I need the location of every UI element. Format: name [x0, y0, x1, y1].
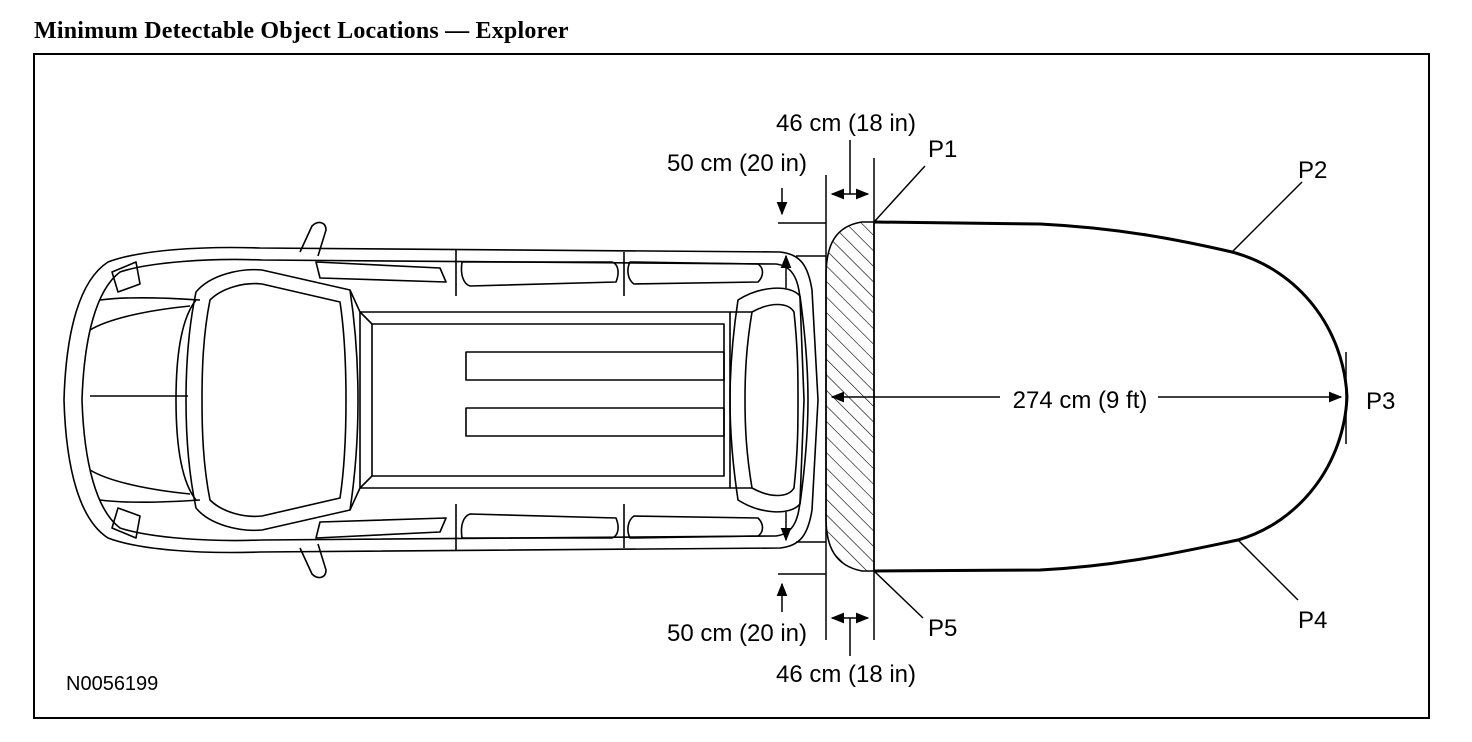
point-label-p5: P5: [928, 615, 957, 642]
dim-bottom-offset: 50 cm (20 in): [667, 620, 807, 647]
dim-top-width: 46 cm (18 in): [776, 110, 916, 137]
dim-bottom-width: 46 cm (18 in): [776, 661, 916, 688]
point-label-p3: P3: [1366, 388, 1395, 415]
dimension-lines: [776, 140, 1347, 656]
point-label-p2: P2: [1298, 157, 1327, 184]
point-label-p1: P1: [928, 136, 957, 163]
vehicle-outline: [63, 221, 819, 579]
figure-id: N0056199: [66, 673, 158, 695]
page-title: Minimum Detectable Object Locations — Ex…: [34, 18, 569, 44]
detection-envelope: [873, 220, 1349, 573]
point-label-p4: P4: [1298, 607, 1327, 634]
diagram-frame: [33, 53, 1430, 719]
dim-range: 274 cm (9 ft): [1013, 387, 1148, 414]
dim-top-offset: 50 cm (20 in): [667, 150, 807, 177]
